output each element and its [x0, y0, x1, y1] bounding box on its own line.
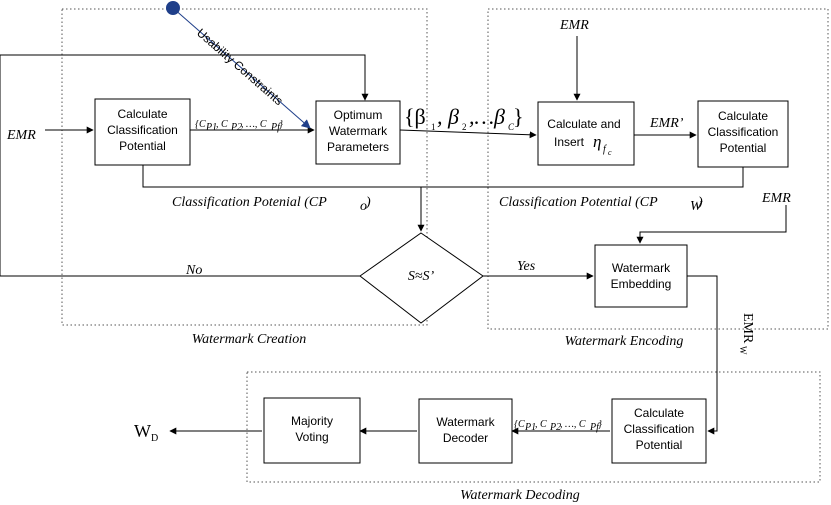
box-line: Potential — [720, 141, 767, 155]
emr-top-label: EMR — [559, 18, 589, 33]
emr-w-subscript: W — [738, 346, 748, 355]
majority-voting-box: Majority Voting — [263, 397, 361, 464]
cp-list-sep: , C — [535, 419, 547, 430]
calculate-and-insert-box: Calculate and Insert η f c — [537, 101, 635, 166]
watermark-encoding-title: Watermark Encoding — [565, 334, 684, 349]
box-line: Voting — [295, 430, 328, 444]
cp-o-line — [142, 165, 421, 188]
box-line: Optimum — [334, 108, 383, 122]
cp-w-label: Classification Potential (CP W ) — [499, 195, 703, 214]
beta-open: {β — [404, 104, 426, 129]
eta-symbol: η — [593, 132, 601, 151]
beta-text: ,…β — [469, 104, 505, 129]
wd-sub: D — [151, 433, 158, 444]
cp-list-text: {C — [195, 119, 206, 130]
decision-label: S≈S’ — [408, 269, 435, 284]
cp-list-sub: P2 — [230, 122, 242, 133]
cp-list-sep: , C — [216, 119, 228, 130]
calculate-classification-potential-box-1: Calculate Classification Potential — [94, 98, 191, 166]
parameters-arrow — [399, 129, 537, 139]
box-line: Classification — [107, 123, 178, 137]
beta-parameters-label: {β 1 , β 2 ,…β C } — [404, 104, 524, 132]
usability-source-dot — [166, 1, 180, 15]
cp-list-close: } — [279, 119, 283, 130]
calculate-classification-potential-box-2: Calculate Classification Potential — [697, 100, 789, 168]
cp-o-close: ) — [365, 195, 371, 210]
beta-close: } — [513, 104, 524, 129]
watermark-decoding-title: Watermark Decoding — [460, 488, 580, 503]
watermark-decoding-group — [246, 371, 821, 483]
cp-list-creation: {C P1 , C P2 , …, C Pf } — [195, 119, 283, 133]
box-line: Majority — [291, 414, 333, 428]
box-line: Insert — [554, 135, 585, 149]
calculate-classification-potential-box-3: Calculate Classification Potential — [611, 398, 707, 464]
box-line: Potential — [636, 438, 683, 452]
cp-w-close: ) — [697, 195, 703, 210]
box-line: Potential — [119, 139, 166, 153]
cp-list-sep: , …, C — [560, 419, 586, 430]
cp-w-text: Classification Potential (CP — [499, 195, 658, 210]
beta-sub: C — [508, 122, 515, 132]
emr-w-arrow — [687, 275, 718, 435]
box-line: Embedding — [611, 277, 672, 291]
box-line: Watermark — [329, 124, 388, 138]
feedback-top-line — [0, 54, 369, 101]
decision-diamond — [359, 232, 484, 324]
watermark-creation-title: Watermark Creation — [192, 332, 306, 347]
box-line: Calculate — [117, 107, 167, 121]
box-line: Classification — [624, 422, 695, 436]
cp-list-decoding: {C P1 , C P2 , …, C Pf } — [514, 419, 602, 433]
box-line: Classification — [708, 125, 779, 139]
beta-sub: 1 — [431, 122, 436, 132]
watermark-encoding-group — [487, 8, 829, 330]
no-label: No — [185, 263, 202, 278]
cp-list-sub: P2 — [549, 422, 561, 433]
cp-list-sub: P1 — [205, 122, 217, 133]
cp-list-sub: P1 — [524, 422, 536, 433]
wd-output-label: W D — [134, 421, 158, 444]
cp-list-close: } — [598, 419, 602, 430]
emr-left-label: EMR — [6, 128, 36, 143]
cp-list-sep: , …, C — [241, 119, 267, 130]
box-line: Calculate and — [547, 117, 620, 131]
watermark-embedding-box: Watermark Embedding — [594, 244, 688, 308]
box-line: Watermark — [436, 415, 495, 429]
no-feedback-line — [0, 55, 360, 277]
eta-subscript: f — [603, 144, 607, 155]
usability-constraints-label: Usability Constraints — [194, 26, 286, 108]
wd-text: W — [134, 421, 151, 441]
cp-list-sub: Pf — [270, 122, 281, 133]
box-line: Decoder — [443, 431, 488, 445]
cp-list-sub: Pf — [589, 422, 600, 433]
box-line: Watermark — [612, 261, 671, 275]
beta-text: , β — [437, 104, 459, 129]
cp-list-text: {C — [514, 419, 525, 430]
box-line: Parameters — [327, 140, 389, 154]
cp-o-text: Classification Potenial (CP — [172, 195, 327, 210]
beta-sub: 2 — [462, 122, 467, 132]
emr-right-arrow — [636, 205, 787, 244]
cp-w-line — [417, 167, 744, 232]
box-line: Calculate — [718, 109, 768, 123]
emr-w-label: EMR W — [738, 313, 755, 355]
emr-w-text: EMR — [740, 313, 755, 344]
emr-right-label: EMR — [761, 191, 791, 206]
cp-o-label: Classification Potenial (CP o ) — [172, 195, 371, 214]
eta-sub-subscript: c — [608, 148, 612, 157]
box-line: Calculate — [634, 406, 684, 420]
optimum-watermark-parameters-box: Optimum Watermark Parameters — [315, 100, 401, 165]
emr-prime-label: EMR’ — [649, 116, 684, 131]
usability-constraints-arrow — [172, 7, 311, 129]
watermark-creation-group — [61, 8, 428, 326]
cp-o-sub: o — [360, 199, 367, 214]
yes-label: Yes — [517, 259, 536, 274]
watermark-decoder-box: Watermark Decoder — [418, 398, 513, 464]
cp-w-sub: W — [690, 199, 703, 214]
